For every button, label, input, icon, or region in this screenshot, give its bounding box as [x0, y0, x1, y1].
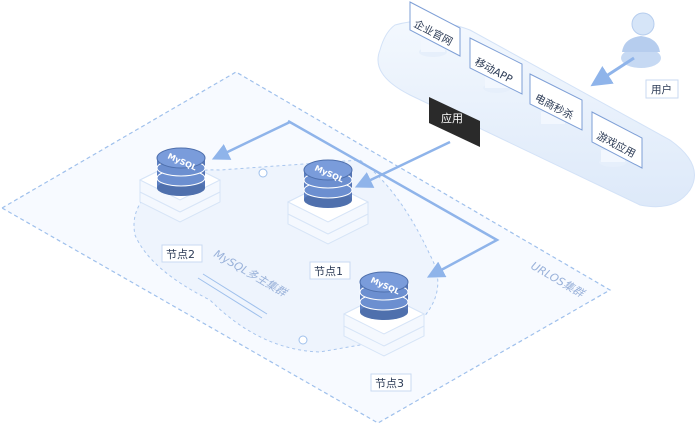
connector-dot-bottom [298, 335, 308, 345]
user-figure: 用户 [590, 12, 679, 99]
user-label: 用户 [651, 83, 672, 96]
app-badge-label: 应用 [441, 111, 463, 125]
arrow-to-node2 [211, 120, 291, 160]
app-badge: 应用 [429, 97, 480, 147]
app-card-2: 移动APP [469, 37, 523, 95]
user-icon [631, 12, 655, 36]
node-label-box-1 [309, 261, 351, 280]
sync-line-a [197, 277, 263, 319]
node-label-box-2 [161, 244, 203, 263]
app-card-1: 企业官网 [409, 1, 461, 57]
arrow-to-node1 [354, 140, 451, 188]
db-cylinder-2: MySQL [156, 147, 206, 196]
node-label-3: 节点3 [375, 377, 404, 390]
node-label-box-3 [370, 373, 412, 392]
db-node-2: MySQL 节点2 [138, 147, 222, 263]
db-node-3: MySQL 节点3 [342, 271, 426, 392]
app-card-3: 电商秒杀 [529, 73, 583, 131]
db-cylinder-1: MySQL [303, 159, 353, 208]
user-label-box [645, 79, 679, 99]
connector-dot-top [258, 168, 268, 178]
arrow-to-node3 [287, 119, 500, 278]
node-label-1: 节点1 [314, 265, 343, 278]
user-arrow [590, 56, 635, 87]
db-node-1: MySQL 节点1 [286, 159, 370, 280]
db-cylinder-3: MySQL [359, 271, 409, 320]
sync-line-b [202, 273, 268, 315]
node-label-2: 节点2 [166, 248, 195, 261]
connections [211, 119, 500, 278]
app-card-4: 游戏应用 [591, 111, 643, 169]
